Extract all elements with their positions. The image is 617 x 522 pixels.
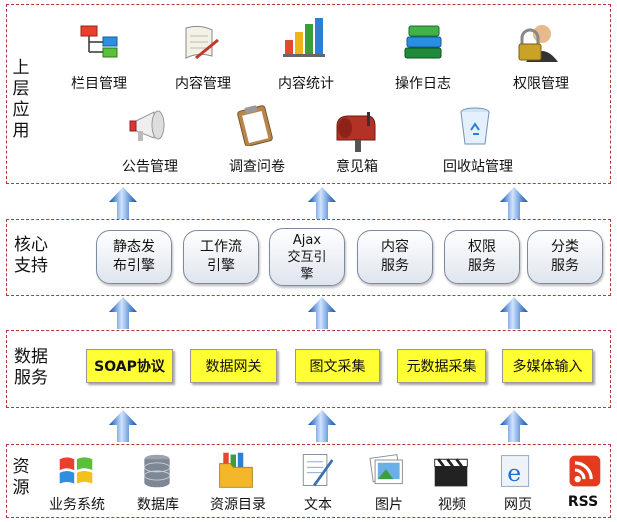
books-icon	[404, 25, 442, 59]
top-layer-title: 上 层 应 用	[12, 58, 30, 141]
picture-icon	[369, 454, 403, 485]
browser-icon: e	[501, 455, 530, 487]
top-layer-panel	[6, 4, 611, 184]
resource-layer-title: 资 源	[12, 457, 30, 498]
resource-item-label: 视频	[438, 497, 466, 513]
data-box-graphic-collect: 图文采集	[295, 349, 380, 383]
top-item-label: 回收站管理	[443, 159, 513, 175]
top-item-label: 调查问卷	[229, 159, 285, 175]
scroll-pen-icon	[185, 25, 219, 60]
document-icon	[302, 454, 334, 487]
data-layer-title: 数据 服务	[14, 347, 48, 388]
top-item-label: 操作日志	[395, 76, 451, 92]
top-item-label: 公告管理	[122, 159, 178, 175]
resource-layer-panel	[6, 444, 611, 518]
resource-item-label: 资源目录	[210, 497, 266, 513]
up-arrow	[109, 297, 137, 329]
core-module-permission-service: 权限 服务	[444, 230, 520, 284]
resource-item-label: 图片	[375, 497, 403, 513]
up-arrow	[500, 297, 528, 329]
megaphone-icon	[129, 110, 165, 141]
resource-item-label: 数据库	[137, 497, 179, 513]
top-item-label: 意见箱	[336, 159, 378, 175]
core-module-ajax: Ajax 交互引 擎	[269, 228, 345, 286]
bar-chart-icon	[283, 18, 325, 57]
data-box-multimedia-input: 多媒体输入	[502, 349, 593, 383]
resource-item-label: 网页	[504, 497, 532, 513]
core-layer-title: 核心 支持	[14, 235, 48, 276]
core-layer-panel	[6, 219, 611, 296]
up-arrow	[308, 187, 336, 219]
up-arrow	[109, 410, 137, 442]
top-item-label: 栏目管理	[71, 76, 127, 92]
data-layer-panel	[6, 330, 611, 408]
up-arrow	[109, 187, 137, 219]
sitemap-icon	[80, 25, 118, 58]
svg-text:e: e	[507, 459, 521, 487]
user-lock-icon	[518, 25, 558, 62]
core-module-static-publish: 静态发 布引擎	[96, 230, 172, 284]
up-arrow	[500, 410, 528, 442]
mailbox-icon	[336, 112, 376, 152]
top-item-label: 内容统计	[278, 76, 334, 92]
data-box-metadata-collect: 元数据采集	[397, 349, 486, 383]
up-arrow	[308, 410, 336, 442]
recycle-bin-icon	[460, 107, 490, 145]
resource-item-label: 文本	[304, 497, 332, 513]
resource-item-label: 业务系统	[49, 497, 105, 513]
core-module-content-service: 内容 服务	[357, 230, 433, 284]
up-arrow	[308, 297, 336, 329]
core-module-category-service: 分类 服务	[527, 230, 603, 284]
database-icon	[143, 454, 171, 488]
folder-icon	[219, 452, 253, 488]
data-box-soap: SOAP协议	[86, 349, 173, 383]
resource-item-label: RSS	[567, 494, 599, 510]
clapperboard-icon	[434, 458, 468, 487]
top-item-label: 内容管理	[175, 76, 231, 92]
core-module-workflow: 工作流 引擎	[183, 230, 259, 284]
data-box-gateway: 数据网关	[190, 349, 277, 383]
clipboard-icon	[237, 105, 273, 146]
windows-logo-icon	[59, 457, 93, 484]
rss-icon	[569, 455, 601, 487]
top-item-label: 权限管理	[513, 76, 569, 92]
up-arrow	[500, 187, 528, 219]
